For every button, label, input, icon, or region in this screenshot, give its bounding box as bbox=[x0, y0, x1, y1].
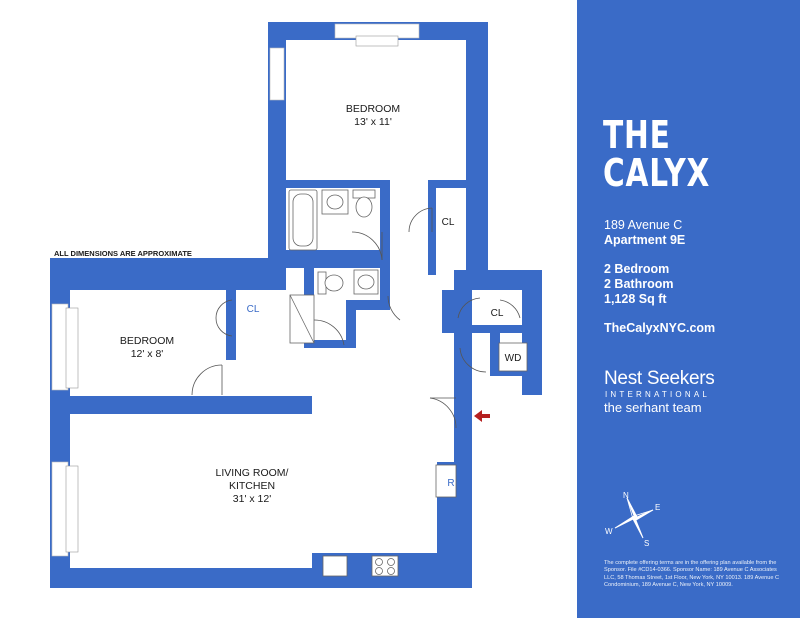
compass-w: W bbox=[605, 527, 613, 536]
entry-arrow bbox=[474, 410, 490, 422]
brand-sub: INTERNATIONAL bbox=[605, 390, 711, 399]
floor-plan: ALL DIMENSIONS ARE APPROXIMATE BEDROOM 1… bbox=[50, 22, 542, 588]
closet-label-2: CL bbox=[247, 304, 260, 315]
washer-dryer-box bbox=[498, 342, 528, 372]
title-line-1: THE bbox=[603, 113, 671, 157]
refrigerator bbox=[435, 464, 457, 498]
windows bbox=[51, 23, 420, 557]
room-size-living-room: 31' x 12' bbox=[233, 493, 271, 505]
square-footage: 1,128 Sq ft bbox=[604, 292, 667, 306]
room-size-bedroom-2: 12' x 8' bbox=[131, 348, 164, 360]
apartment: Apartment 9E bbox=[604, 233, 686, 247]
walls bbox=[50, 22, 542, 588]
room-name-bedroom-1: BEDROOM bbox=[346, 103, 400, 115]
closet-label-1: CL bbox=[442, 217, 455, 228]
room-name-kitchen: KITCHEN bbox=[229, 480, 275, 492]
info-panel: THE CALYX 189 Avenue C Apartment 9E 2 Be… bbox=[577, 0, 800, 618]
brand-name: Nest Seekers bbox=[604, 368, 715, 389]
refrigerator-label: R bbox=[447, 478, 454, 489]
fixtures bbox=[288, 189, 528, 577]
compass-e: E bbox=[655, 503, 660, 512]
dimension-note: ALL DIMENSIONS ARE APPROXIMATE bbox=[54, 249, 192, 258]
title-line-2: CALYX bbox=[603, 151, 711, 195]
disclaimer: The complete offering terms are in the o… bbox=[604, 560, 780, 589]
website-link[interactable]: TheCalyxNYC.com bbox=[604, 321, 716, 335]
room-name-bedroom-2: BEDROOM bbox=[120, 335, 174, 347]
brand-team: the serhant team bbox=[604, 400, 702, 415]
bathroom-count: 2 Bathroom bbox=[604, 277, 674, 291]
compass-icon: N S E W bbox=[605, 491, 660, 548]
compass-s: S bbox=[644, 539, 649, 548]
compass-n: N bbox=[623, 491, 629, 500]
room-size-bedroom-1: 13' x 11' bbox=[354, 116, 392, 128]
address: 189 Avenue C bbox=[604, 218, 683, 232]
room-name-living-room: LIVING ROOM/ bbox=[216, 467, 289, 479]
closet-label-3: CL bbox=[491, 308, 504, 319]
bedroom-count: 2 Bedroom bbox=[604, 262, 670, 276]
kitchen-sink bbox=[322, 555, 348, 577]
washer-dryer-label: WD bbox=[505, 353, 522, 364]
doors bbox=[191, 207, 521, 429]
